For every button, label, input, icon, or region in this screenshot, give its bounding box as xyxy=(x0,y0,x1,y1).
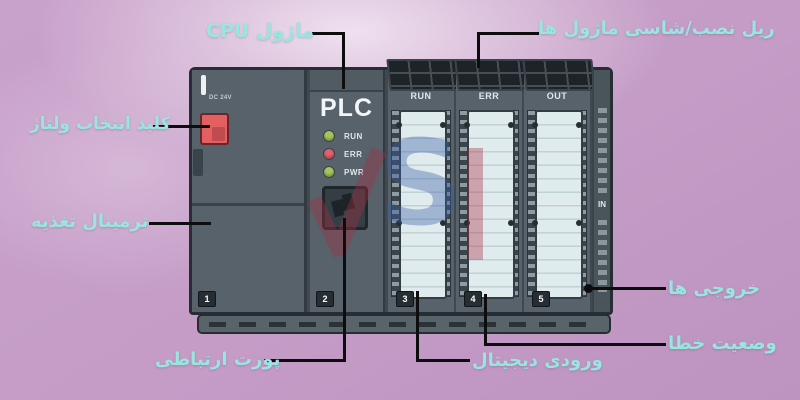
run-led-label: RUN xyxy=(344,131,363,141)
module-header-label: ERR xyxy=(478,91,500,101)
run-led-icon xyxy=(323,130,335,142)
terminal-cover xyxy=(399,110,447,299)
cover-clip xyxy=(464,122,470,128)
cover-clip xyxy=(508,122,514,128)
err-led-icon xyxy=(323,148,335,160)
callout-line-outputs xyxy=(588,287,666,290)
side-led-strip xyxy=(598,108,607,196)
watermark-letter: S xyxy=(378,114,463,252)
callout-line-cpu xyxy=(312,32,345,35)
label-outputs: خروجی ها xyxy=(668,278,761,299)
side-led-strip xyxy=(598,220,607,292)
label-digital-input: ورودی دیجیتال xyxy=(472,350,603,371)
callout-line-rail xyxy=(477,32,480,68)
cover-clip xyxy=(440,122,446,128)
slot-number-badge: 4 xyxy=(464,291,482,307)
cover-clip xyxy=(464,220,470,226)
slot-number-badge: 2 xyxy=(316,291,334,307)
module-header-label: RUN xyxy=(410,91,432,101)
callout-line-digital-input xyxy=(416,359,470,362)
module-header-label: OUT xyxy=(546,91,568,101)
cover-clip xyxy=(576,220,582,226)
cover-clip xyxy=(508,220,514,226)
voltage-label: DC 24V xyxy=(209,95,232,101)
led-row-run: RUN xyxy=(323,127,364,145)
callout-line-comm-port xyxy=(343,218,346,362)
digital-input-module: RUN 3 xyxy=(386,59,460,312)
cover-clip xyxy=(576,122,582,128)
callout-line-rail xyxy=(477,32,539,35)
terminal-cover xyxy=(467,110,515,299)
plc-housing: DC 24V 1 PLC RUN ERR xyxy=(189,59,613,315)
communication-port xyxy=(322,186,368,230)
power-supply-module: DC 24V 1 xyxy=(192,70,307,312)
rail-slots xyxy=(209,322,599,327)
cover-clip xyxy=(396,122,402,128)
in-label: IN xyxy=(598,200,606,209)
callout-line-voltage-switch xyxy=(153,125,210,128)
callout-line-comm-port xyxy=(264,359,346,362)
error-status-module: ERR 4 xyxy=(454,59,528,312)
side-end-cap: IN xyxy=(592,70,610,312)
cover-clip xyxy=(396,220,402,226)
label-voltage-switch: کلید انتخاب ولتاژ xyxy=(30,114,171,134)
watermark-logo: S xyxy=(307,114,495,264)
vent-grille xyxy=(386,59,460,91)
err-led-label: ERR xyxy=(344,149,363,159)
callout-line-cpu xyxy=(342,32,345,89)
vent-grille xyxy=(454,59,528,91)
callout-line-digital-input xyxy=(416,291,419,362)
cpu-module: PLC RUN ERR PWR 2 xyxy=(310,70,385,312)
callout-line-power-terminal xyxy=(149,222,211,225)
terminal-cover xyxy=(535,110,583,299)
callout-line-error-status xyxy=(484,294,487,346)
vent-grille xyxy=(522,59,596,91)
plc-title: PLC xyxy=(320,94,373,122)
led-row-pwr: PWR xyxy=(323,163,364,181)
cover-clip xyxy=(532,220,538,226)
pwr-led-icon xyxy=(323,166,335,178)
watermark-stroke xyxy=(468,148,483,260)
slot-number-badge: 5 xyxy=(532,291,550,307)
callout-line-error-status xyxy=(484,343,666,346)
latch-tab xyxy=(193,149,203,176)
label-mounting-rail: ریل نصب/شاسی ماژول ها xyxy=(538,18,775,39)
terminal-cover-divider xyxy=(192,203,304,206)
led-row-err: ERR xyxy=(323,145,364,163)
power-indicator xyxy=(201,75,206,95)
output-module: OUT 5 xyxy=(522,59,596,312)
cover-clip xyxy=(440,220,446,226)
label-error-status: وضعیت خطا xyxy=(668,333,777,354)
status-led-panel: RUN ERR PWR xyxy=(323,127,364,181)
label-comm-port: پورت ارتباطی xyxy=(155,349,281,370)
switch-rocker xyxy=(212,127,225,141)
din-rail xyxy=(197,314,611,334)
cpu-header-strip xyxy=(310,70,383,92)
pwr-led-label: PWR xyxy=(344,167,365,177)
voltage-selector-switch xyxy=(200,113,229,145)
label-cpu-module: ماژول CPU xyxy=(206,20,315,42)
cover-clip xyxy=(532,122,538,128)
label-power-terminal: ترمینال تغذیه xyxy=(31,211,149,232)
slot-number-badge: 3 xyxy=(396,291,414,307)
slot-number-badge: 1 xyxy=(198,291,216,307)
